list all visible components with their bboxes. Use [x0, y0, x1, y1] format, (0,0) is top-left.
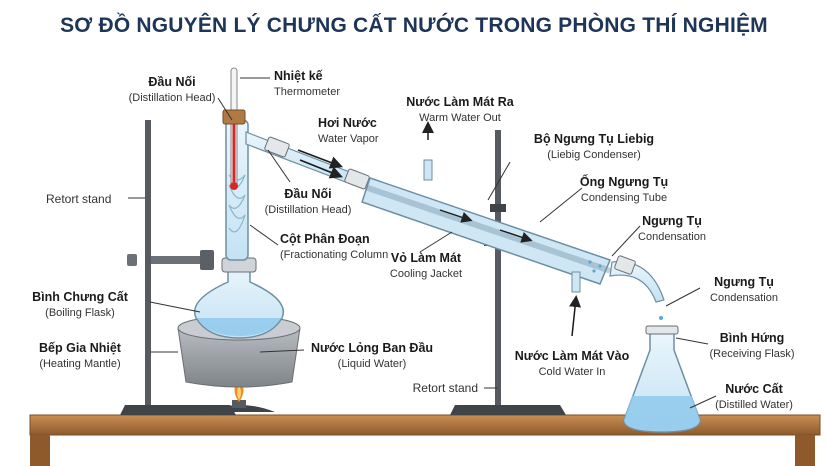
receiving-flask — [623, 325, 701, 433]
svg-text:(Receiving Flask): (Receiving Flask) — [710, 348, 795, 360]
svg-text:Thermometer: Thermometer — [274, 86, 340, 98]
svg-text:Warm Water Out: Warm Water Out — [419, 112, 501, 124]
svg-text:Retort stand: Retort stand — [46, 192, 111, 206]
svg-text:Nước Cất: Nước Cất — [725, 382, 783, 396]
svg-text:(Distillation Head): (Distillation Head) — [129, 92, 216, 104]
thermometer — [222, 67, 246, 190]
svg-text:Cột Phân Đoạn: Cột Phân Đoạn — [280, 232, 370, 246]
callout-dau-noi-2: Đầu Nối (Distillation Head) — [265, 187, 352, 216]
callout-retort-stand-2: Retort stand — [413, 381, 478, 395]
svg-text:Hơi Nước: Hơi Nước — [318, 116, 377, 130]
svg-text:Ngưng Tụ: Ngưng Tụ — [714, 275, 774, 289]
svg-text:Condensation: Condensation — [710, 292, 778, 304]
svg-text:Cold Water In: Cold Water In — [539, 366, 606, 378]
svg-text:(Liebig Condenser): (Liebig Condenser) — [547, 149, 641, 161]
callout-distilled-water: Nước Cất (Distilled Water) — [715, 382, 793, 411]
callout-cooling-jacket: Vỏ Làm Mát Cooling Jacket — [390, 251, 462, 280]
callout-fractionating-column: Cột Phân Đoạn (Fractionating Column — [280, 232, 388, 261]
adapter-tube — [609, 255, 665, 332]
svg-text:Bộ Ngưng Tụ Liebig: Bộ Ngưng Tụ Liebig — [534, 132, 654, 146]
svg-text:Vỏ Làm Mát: Vỏ Làm Mát — [391, 251, 462, 265]
callout-retort-stand-1: Retort stand — [46, 192, 111, 206]
svg-text:Bình Chưng Cất: Bình Chưng Cất — [32, 290, 129, 304]
svg-text:Nước Lỏng Ban Đầu: Nước Lỏng Ban Đầu — [311, 341, 433, 355]
coolant-arrows — [297, 121, 582, 337]
svg-text:Cooling Jacket: Cooling Jacket — [390, 268, 462, 280]
svg-text:Condensing Tube: Condensing Tube — [581, 192, 667, 204]
svg-text:(Distilled Water): (Distilled Water) — [715, 399, 793, 411]
callout-thermometer: Nhiệt kế Thermometer — [274, 69, 340, 98]
callout-water-vapor: Hơi Nước Water Vapor — [318, 116, 379, 145]
svg-text:Đầu Nối: Đầu Nối — [284, 187, 331, 201]
callout-receiving-flask: Bình Hứng (Receiving Flask) — [710, 331, 795, 360]
liebig-condenser — [361, 159, 612, 293]
callout-condensing-tube: Ống Ngưng Tụ Condensing Tube — [580, 174, 668, 204]
callout-condensation-2: Ngưng Tụ Condensation — [710, 275, 778, 304]
svg-text:(Fractionating Column: (Fractionating Column — [280, 249, 388, 261]
callout-boiling-flask: Bình Chưng Cất (Boiling Flask) — [32, 290, 129, 319]
callout-warm-water-out: Nước Làm Mát Ra Warm Water Out — [406, 95, 515, 124]
callout-liebig-condenser: Bộ Ngưng Tụ Liebig (Liebig Condenser) — [534, 132, 654, 161]
svg-text:(Distillation Head): (Distillation Head) — [265, 204, 352, 216]
svg-text:Ống Ngưng Tụ: Ống Ngưng Tụ — [580, 174, 668, 189]
leader-lines — [128, 77, 717, 409]
svg-text:Condensation: Condensation — [638, 231, 706, 243]
svg-text:Water Vapor: Water Vapor — [318, 133, 379, 145]
svg-text:Bình Hứng: Bình Hứng — [720, 331, 785, 345]
svg-text:Nước Làm Mát Ra: Nước Làm Mát Ra — [406, 95, 515, 109]
callout-cold-water-in: Nước Làm Mát Vào Cold Water In — [515, 349, 630, 378]
diagram-title: SƠ ĐỒ NGUYÊN LÝ CHƯNG CẤT NƯỚC TRONG PHÒ… — [60, 14, 768, 37]
retort-stand-left — [120, 120, 236, 415]
boiling-flask — [194, 257, 284, 339]
callout-heating-mantle: Bếp Gia Nhiệt (Heating Mantle) — [39, 341, 122, 370]
svg-text:Retort stand: Retort stand — [413, 381, 478, 395]
svg-text:Nhiệt kế: Nhiệt kế — [274, 69, 323, 83]
svg-text:Bếp Gia Nhiệt: Bếp Gia Nhiệt — [39, 341, 122, 355]
svg-text:(Heating Mantle): (Heating Mantle) — [39, 358, 120, 370]
callout-condensation-1: Ngưng Tụ Condensation — [638, 214, 706, 243]
svg-text:Nước Làm Mát Vào: Nước Làm Mát Vào — [515, 349, 630, 363]
lab-table — [29, 414, 821, 466]
svg-text:Ngưng Tụ: Ngưng Tụ — [642, 214, 702, 228]
callout-liquid-water: Nước Lỏng Ban Đầu (Liquid Water) — [311, 341, 433, 370]
svg-text:Đầu Nối: Đầu Nối — [148, 75, 195, 89]
svg-text:(Boiling Flask): (Boiling Flask) — [45, 307, 115, 319]
svg-text:(Liquid Water): (Liquid Water) — [338, 358, 407, 370]
callout-dau-noi-1: Đầu Nối (Distillation Head) — [129, 75, 216, 104]
